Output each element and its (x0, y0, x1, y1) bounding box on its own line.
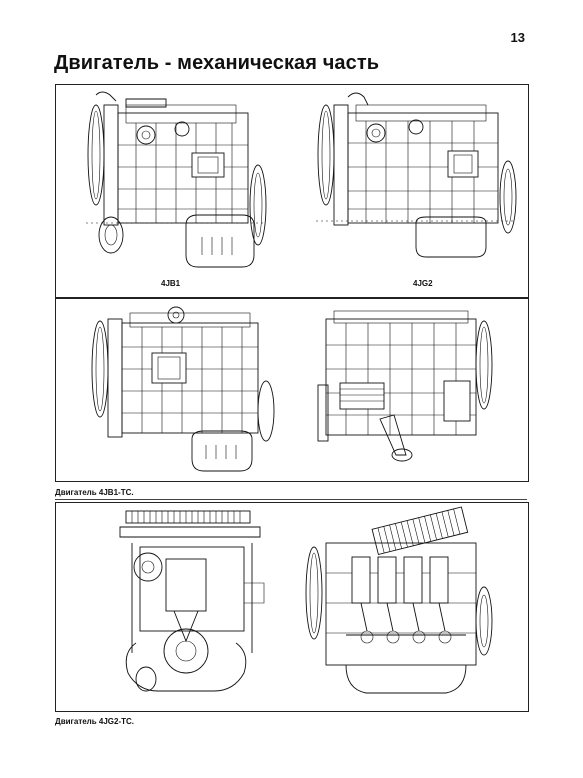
caption-4jb1-tc: Двигатель 4JB1-TC. (55, 488, 134, 497)
engine-4jb1-illustration (86, 91, 267, 268)
engine-drawing-4jb1-4jg2 (86, 91, 517, 268)
engine-drawing-4jg2-tc (119, 506, 493, 694)
label-4jb1: 4JB1 (161, 279, 181, 288)
page-number: 13 (510, 30, 525, 45)
engine-4jg2-tc-side-cutaway (305, 506, 493, 694)
engine-drawing-4jb1-tc (91, 306, 493, 472)
figure-panel-4jb1-tc: Двигатель 4JB1-TC. (55, 298, 529, 482)
engine-4jg2-tc-cross-section (119, 510, 265, 692)
separator-line (55, 499, 527, 500)
label-4jg2: 4JG2 (413, 279, 433, 288)
engine-4jb1-tc-left-view (91, 306, 275, 472)
figure-panel-4jg2-tc (55, 502, 529, 712)
caption-4jg2-tc: Двигатель 4JG2-TC. (55, 717, 135, 726)
figure-panel-4jb1-4jg2: 4JB1 4JG2 (55, 84, 529, 298)
engine-4jb1-tc-right-view (317, 310, 493, 462)
page-title: Двигатель - механическая часть (54, 52, 380, 74)
engine-4jg2-illustration (316, 92, 517, 258)
